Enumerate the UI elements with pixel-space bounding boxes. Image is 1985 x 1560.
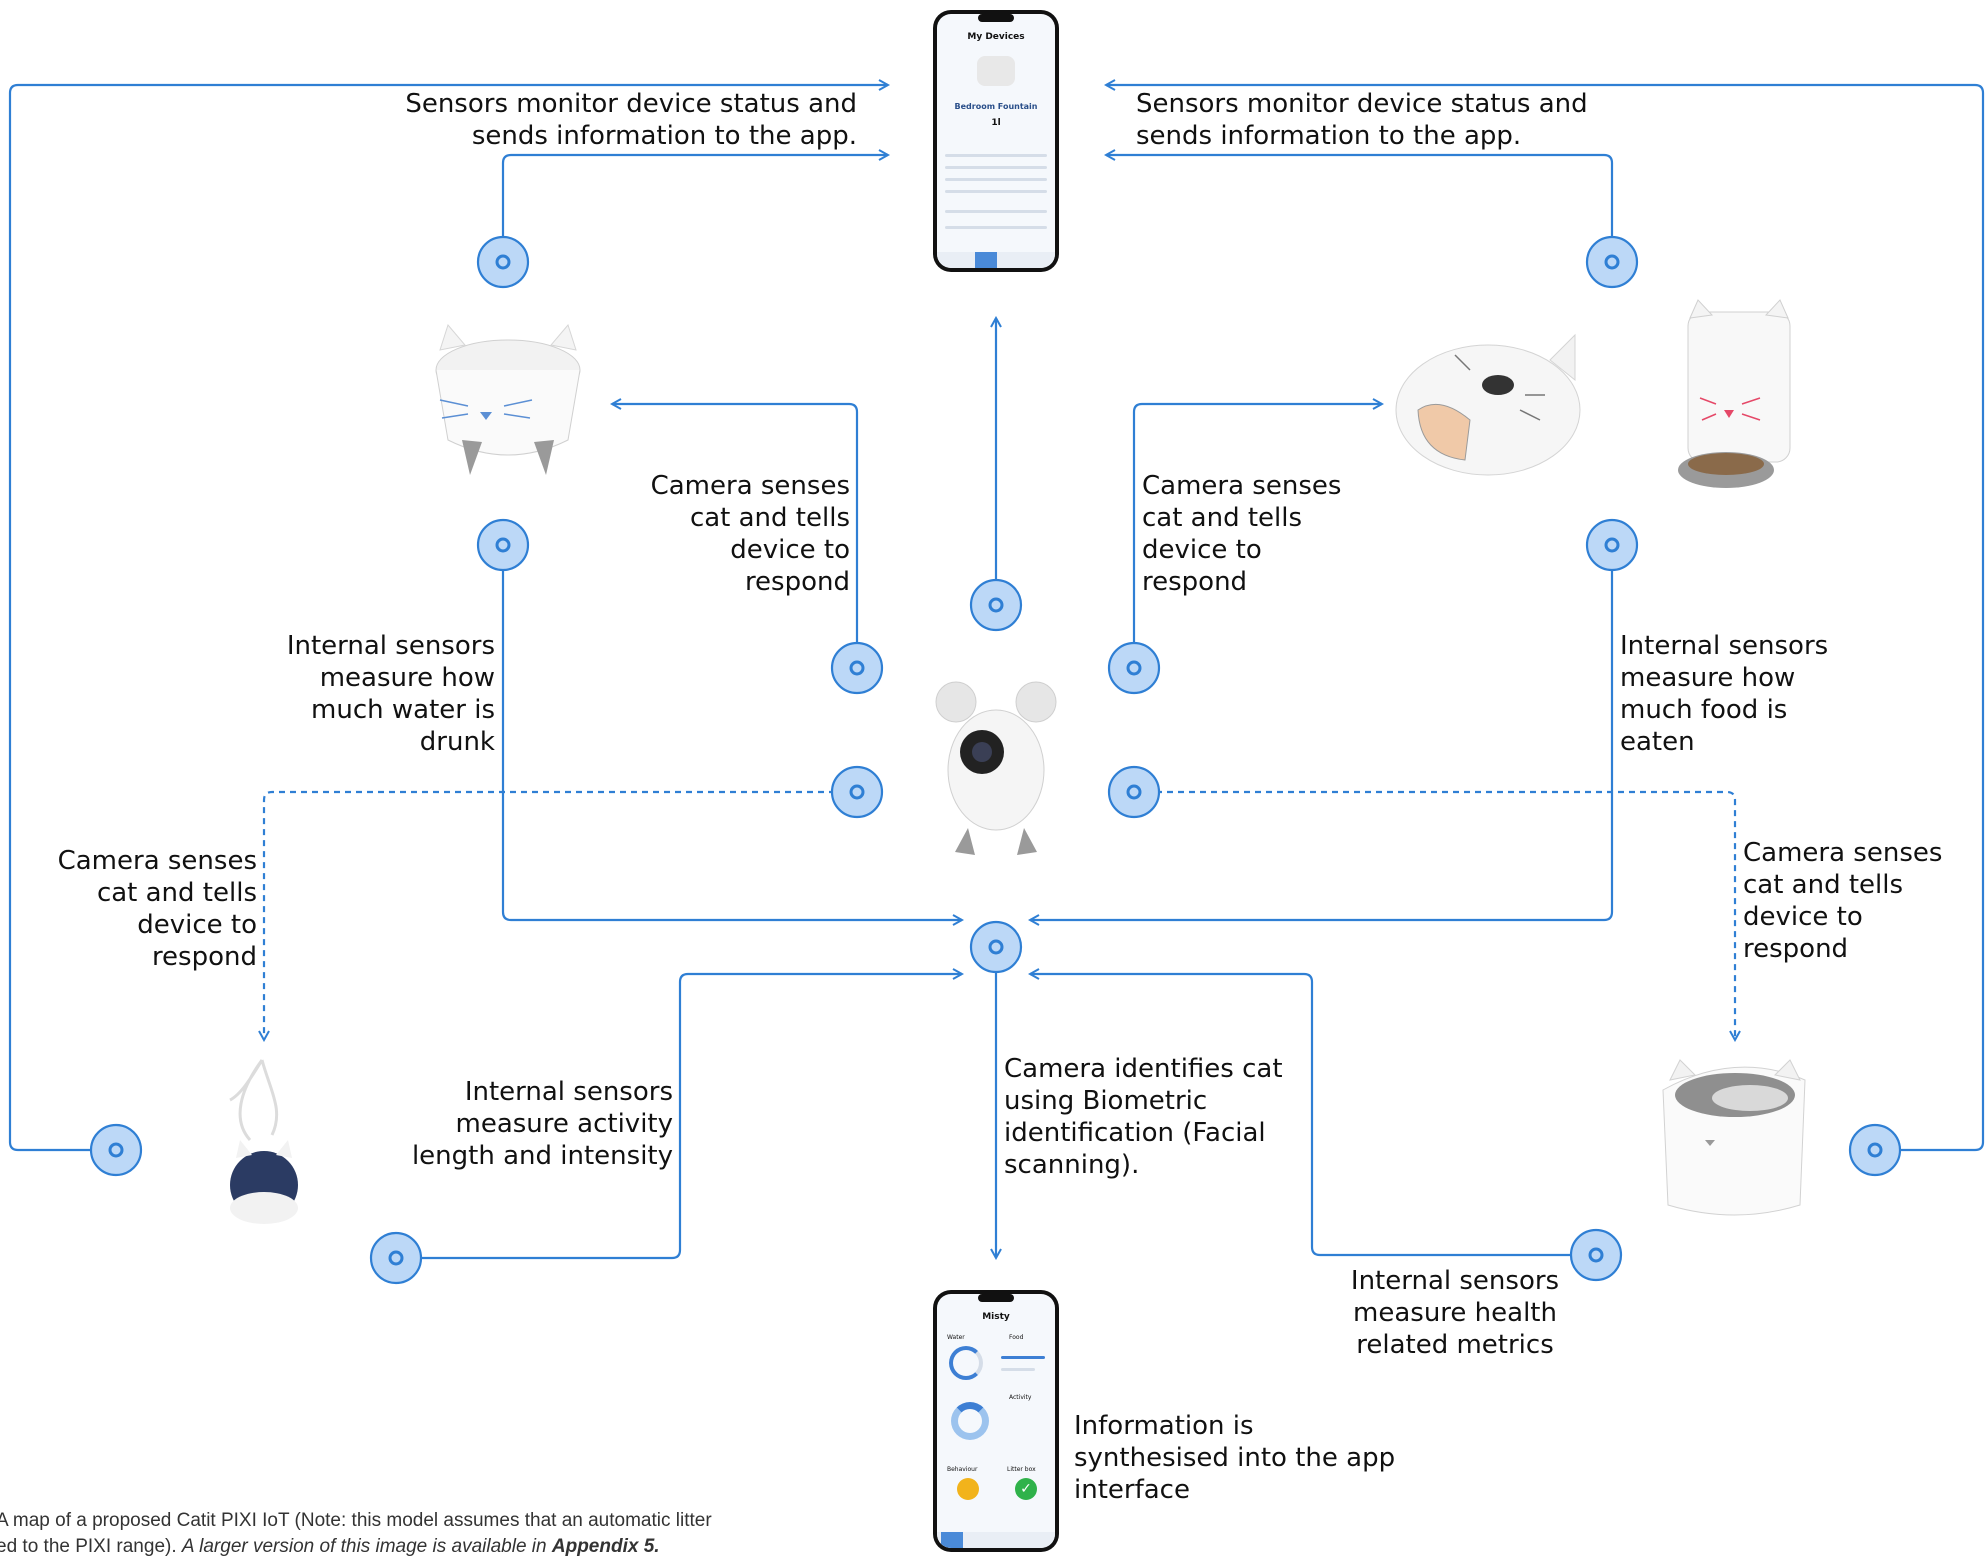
connector-camera-fountain bbox=[612, 404, 859, 668]
activity-ring bbox=[951, 1402, 989, 1440]
tab-selected bbox=[941, 1532, 963, 1548]
phone-cat-profile: Misty Water Food Activity Behaviour Litt… bbox=[933, 1290, 1059, 1552]
phone-notch bbox=[978, 14, 1014, 22]
connector-food-hub bbox=[1030, 545, 1614, 920]
node bbox=[830, 641, 884, 695]
fountain-thumbnail bbox=[977, 56, 1015, 86]
phone-notch bbox=[978, 1294, 1014, 1302]
info-row bbox=[945, 166, 1047, 169]
cat-toy-icon bbox=[229, 1059, 298, 1224]
connector-outer-left bbox=[8, 85, 888, 1152]
node bbox=[1848, 1123, 1902, 1177]
connection-nodes bbox=[89, 235, 1902, 1285]
check-icon: ✓ bbox=[1015, 1478, 1037, 1500]
connector-water-hub bbox=[501, 545, 962, 920]
connector-camera-feeder bbox=[1132, 404, 1382, 668]
water-ring bbox=[949, 1346, 983, 1380]
label-camera-litter: Camera senses cat and tells device to re… bbox=[1743, 838, 1943, 964]
water-level: 1l bbox=[991, 118, 1001, 128]
node bbox=[969, 578, 1023, 632]
info-row bbox=[945, 178, 1047, 181]
caption-line-1: A map of a proposed Catit PIXI IoT (Note… bbox=[0, 1510, 712, 1531]
label-activity-sensors: Internal sensors measure activity length… bbox=[411, 1077, 673, 1171]
food-bar bbox=[1001, 1368, 1035, 1371]
label-synthesised: Information is synthesised into the app … bbox=[1074, 1411, 1396, 1505]
label-camera-toy: Camera senses cat and tells device to re… bbox=[57, 846, 257, 972]
water-fountain-icon bbox=[435, 323, 581, 475]
label-camera-fountain: Camera senses cat and tells device to re… bbox=[650, 471, 850, 597]
node bbox=[1569, 1228, 1623, 1282]
activity-label: Activity bbox=[1009, 1394, 1032, 1401]
label-status-right: Sensors monitor device status and sends … bbox=[1136, 89, 1588, 151]
info-row bbox=[945, 154, 1047, 157]
node bbox=[830, 765, 884, 819]
caption-appendix: Appendix 5. bbox=[551, 1536, 660, 1557]
label-status-left: Sensors monitor device status and sends … bbox=[405, 89, 857, 151]
connector-fountain-status bbox=[501, 155, 888, 262]
node bbox=[476, 518, 530, 572]
smart-feeder-tower-icon bbox=[1678, 299, 1791, 488]
node bbox=[89, 1123, 143, 1177]
device-name: Bedroom Fountain bbox=[954, 102, 1038, 111]
tab-selected bbox=[975, 252, 997, 268]
info-row bbox=[945, 190, 1047, 193]
hub-node bbox=[969, 920, 1023, 974]
node bbox=[476, 235, 530, 289]
warning-icon bbox=[957, 1478, 979, 1500]
connector-camera-toy-dashed bbox=[264, 790, 857, 1040]
connector-outer-right bbox=[1106, 85, 1985, 1152]
connector-health-hub bbox=[1030, 974, 1596, 1257]
connector-activity-hub bbox=[396, 974, 962, 1260]
node bbox=[1107, 641, 1161, 695]
smart-camera-icon bbox=[935, 681, 1057, 855]
info-row bbox=[945, 226, 1047, 229]
connector-camera-litter-dashed bbox=[1134, 790, 1735, 1040]
tab-bar bbox=[937, 1532, 1055, 1548]
litter-label: Litter box bbox=[1007, 1466, 1036, 1473]
phone-my-devices: My Devices Bedroom Fountain 1l bbox=[933, 10, 1059, 272]
litter-box-icon bbox=[1662, 1059, 1806, 1216]
tab-bar bbox=[937, 252, 1055, 268]
water-label: Water bbox=[947, 1334, 965, 1341]
label-food-sensors: Internal sensors measure how much food i… bbox=[1620, 631, 1829, 757]
node bbox=[1585, 235, 1639, 289]
info-row bbox=[945, 210, 1047, 213]
label-water-sensors: Internal sensors measure how much water … bbox=[286, 631, 495, 757]
food-feeder-icon bbox=[1395, 333, 1581, 476]
label-health-sensors: Internal sensors measure health related … bbox=[1350, 1266, 1560, 1360]
label-biometric: Camera identifies cat using Biometric id… bbox=[1004, 1054, 1283, 1180]
figure-caption: A map of a proposed Catit PIXI IoT (Note… bbox=[0, 1508, 712, 1560]
caption-italic: A larger version of this image is availa… bbox=[181, 1536, 552, 1557]
node bbox=[369, 1231, 423, 1285]
phone-title: Misty bbox=[982, 1312, 1010, 1322]
label-camera-feeder: Camera senses cat and tells device to re… bbox=[1142, 471, 1342, 597]
behaviour-label: Behaviour bbox=[947, 1466, 978, 1473]
phone-title: My Devices bbox=[967, 32, 1025, 42]
caption-line-2: ed to the PIXI range). bbox=[0, 1536, 182, 1557]
food-bar bbox=[1001, 1356, 1045, 1359]
node bbox=[1107, 765, 1161, 819]
node bbox=[1585, 518, 1639, 572]
food-label: Food bbox=[1009, 1334, 1024, 1341]
connector-feeder-status bbox=[1106, 155, 1614, 262]
